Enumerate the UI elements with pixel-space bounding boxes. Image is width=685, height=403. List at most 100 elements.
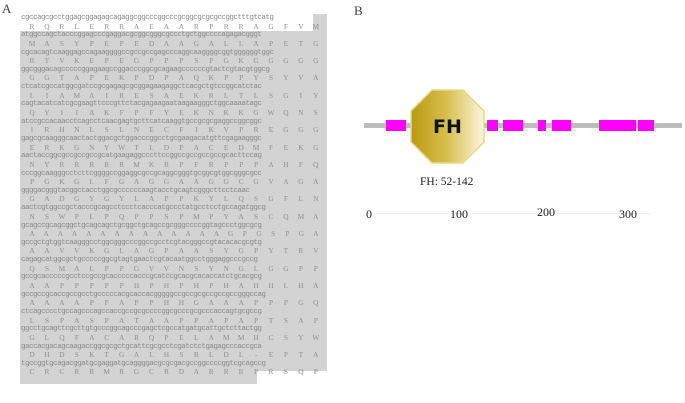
amino-acid: A	[208, 298, 214, 308]
amino-acid: H	[268, 280, 274, 290]
sequence-row: gccgccgcaccgccgcctgcccccacgcaccacgggggcc…	[21, 291, 327, 308]
amino-acid: T	[238, 90, 244, 100]
amino-acid: P	[89, 73, 94, 83]
amino-acid: L	[149, 142, 154, 152]
nucleotide-line: aactaccggcgccgccgccgcatgaagaggcccttccggc…	[21, 152, 262, 161]
amino-acid: P	[74, 280, 79, 290]
amino-acid: G	[29, 194, 35, 204]
amino-acid: R	[119, 159, 125, 169]
amino-acid: R	[104, 21, 110, 31]
amino-acid: P	[104, 315, 109, 325]
amino-acid: K	[59, 142, 65, 152]
amino-acid: K	[148, 159, 155, 169]
nucleotide-line: ggcctgcagttcgcttgtgcccggcagcccgagctcgcca…	[21, 325, 262, 334]
nucleotide-line: gaccacgacagcaagaccggcgcgctgcattcgcgcctcg…	[21, 342, 262, 351]
amino-acid: A	[133, 350, 140, 360]
amino-acid: T	[268, 315, 274, 325]
amino-acid: A	[44, 194, 50, 204]
amino-acid: R	[44, 142, 50, 152]
sequence-row: atggccagctacccggagcccgaggacgcggcgggcgccc…	[21, 31, 327, 48]
amino-acid: N	[133, 125, 140, 135]
amino-acid: G	[133, 367, 140, 377]
amino-acid: A	[253, 38, 259, 48]
amino-acid: S	[283, 367, 288, 377]
amino-acid: G	[256, 229, 262, 239]
amino-acid: L	[44, 332, 50, 342]
amino-acid: S	[44, 211, 49, 221]
amino-acid: C	[104, 332, 110, 342]
amino-acid: P	[179, 142, 184, 152]
low-complexity-segment	[386, 120, 406, 131]
amino-acid: P	[134, 73, 139, 83]
amino-acid: G	[283, 90, 289, 100]
amino-acid: A	[74, 315, 80, 325]
amino-acid: A	[313, 229, 319, 239]
amino-acid: N	[74, 125, 80, 135]
amino-acid: P	[268, 298, 274, 308]
amino-acid: G	[74, 177, 80, 187]
amino-acid: H	[59, 125, 65, 135]
amino-acid: L	[223, 194, 229, 204]
amino-acid: Y	[104, 142, 110, 152]
amino-acid: S	[149, 90, 154, 100]
amino-acid: D	[59, 350, 65, 360]
nucleotide-line: gcagccgcagcggctgcagcagctgcggctgcagccgcgg…	[21, 221, 262, 230]
amino-acid: K	[208, 73, 214, 83]
amino-acid: F	[194, 159, 199, 169]
amino-acid: G	[74, 142, 80, 152]
amino-acid: M	[297, 211, 305, 221]
amino-acid: F	[283, 194, 288, 204]
amino-acid: Y	[89, 194, 95, 204]
amino-acid: C	[163, 125, 169, 135]
amino-acid: K	[193, 107, 199, 117]
amino-acid: P	[254, 315, 259, 325]
amino-acid: G	[298, 298, 304, 308]
amino-acid: R	[208, 367, 214, 377]
amino-acid: T	[283, 246, 289, 256]
amino-acid: L	[194, 332, 199, 342]
amino-acid: A	[163, 21, 170, 31]
amino-acid: R	[298, 246, 304, 256]
domain-caption: FH: 52-142	[420, 176, 474, 188]
amino-acid: A	[238, 211, 244, 221]
amino-acid: P	[149, 298, 154, 308]
amino-acid: G	[118, 350, 125, 360]
amino-acid: M	[73, 90, 81, 100]
amino-acid: H	[193, 280, 199, 290]
amino-acid: Q	[29, 107, 35, 117]
amino-acid: R	[44, 125, 50, 135]
amino-acid: A	[208, 38, 214, 48]
amino-acid: P	[104, 263, 109, 273]
amino-acid: F	[283, 21, 288, 31]
amino-acid: D	[163, 142, 170, 152]
amino-acid: A	[238, 315, 244, 325]
amino-acid: A	[74, 263, 80, 273]
amino-acid: P	[119, 263, 124, 273]
sequence-row: gcagccgcagcggctgcagcagctgcggctgcagccgcgg…	[21, 222, 327, 239]
amino-acid: S	[283, 315, 288, 325]
amino-acid: A	[128, 229, 134, 239]
amino-acid: A	[163, 38, 170, 48]
amino-acid: S	[268, 73, 274, 83]
amino-acid: C	[149, 367, 154, 377]
amino-acid: Q	[118, 211, 125, 221]
amino-acid: G	[313, 142, 319, 152]
amino-acid: S	[271, 229, 276, 239]
amino-acid: I	[75, 107, 79, 117]
amino-acid: T	[104, 350, 109, 360]
amino-acid: D	[148, 73, 155, 83]
amino-acid: Q	[283, 107, 289, 117]
amino-acid: A	[74, 298, 80, 308]
amino-acid: L	[89, 125, 94, 135]
amino-acid: P	[134, 107, 139, 117]
amino-acid: I	[30, 125, 34, 135]
amino-acid: K	[89, 246, 95, 256]
amino-acid: G	[238, 246, 244, 256]
axis-line	[376, 213, 651, 214]
